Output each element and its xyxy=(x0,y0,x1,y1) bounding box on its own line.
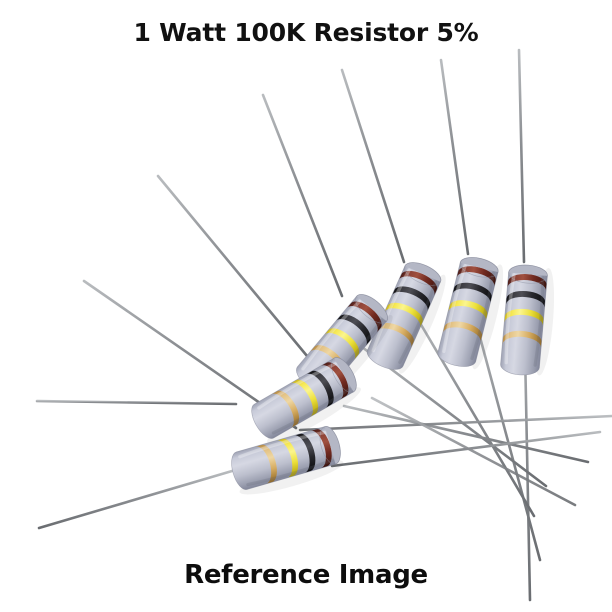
lead-lower-5 xyxy=(342,404,590,464)
reference-image-caption: Reference Image xyxy=(184,560,428,590)
lead-upper-2 xyxy=(439,58,470,256)
lead-upper-3 xyxy=(340,68,406,264)
lead-left-long-1 xyxy=(35,399,238,406)
lead-left-long-2 xyxy=(37,469,234,530)
lead-cross-1 xyxy=(298,414,612,432)
resistor-leads xyxy=(35,48,612,602)
lead-cross-2 xyxy=(370,396,577,507)
lead-upper-4 xyxy=(261,93,344,298)
page-title: 1 Watt 100K Resistor 5% xyxy=(133,18,479,47)
lead-upper-1 xyxy=(517,48,526,264)
lead-lower-3 xyxy=(408,304,536,518)
lead-upper-5 xyxy=(156,174,314,364)
